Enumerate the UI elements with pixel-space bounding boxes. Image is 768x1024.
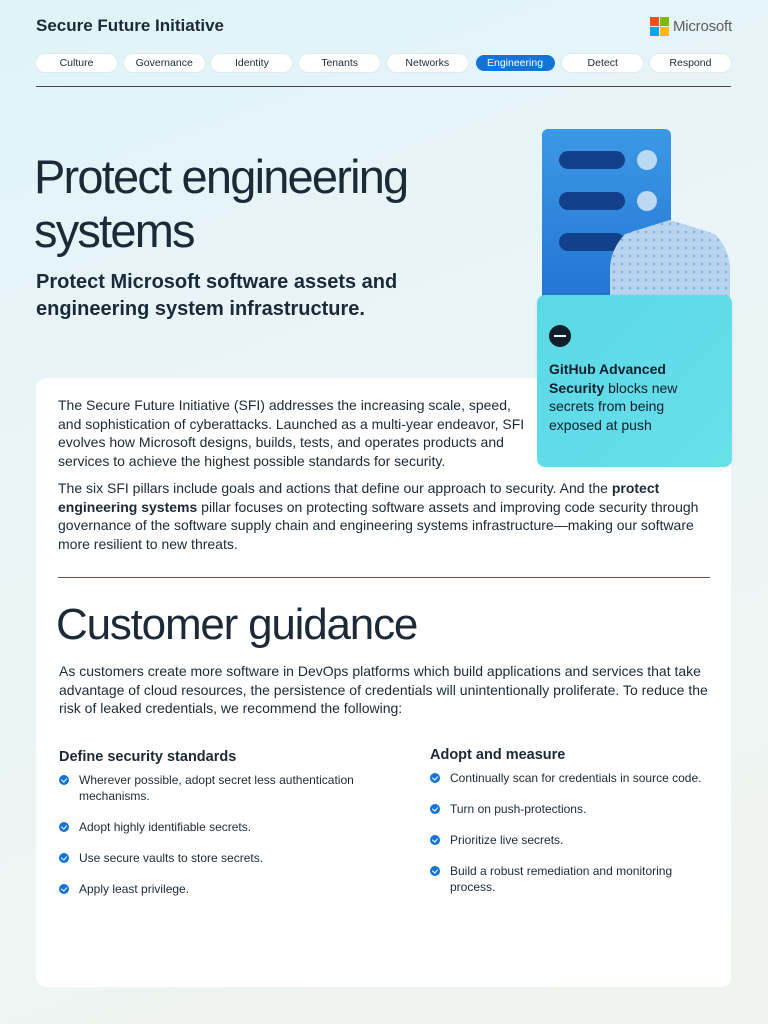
- page-brand-title: Secure Future Initiative: [36, 16, 224, 35]
- server-light: [637, 150, 657, 170]
- list-item: Continually scan for credentials in sour…: [430, 771, 720, 787]
- checkmark-icon: [430, 804, 440, 814]
- callout-bold: GitHub Advanced Security: [549, 361, 666, 396]
- checkmark-icon: [430, 773, 440, 783]
- content-card: [36, 378, 731, 987]
- customer-guidance-intro: As customers create more software in Dev…: [59, 663, 708, 716]
- list-item: Turn on push-protections.: [430, 802, 720, 818]
- nav-pill-governance[interactable]: Governance: [123, 54, 205, 72]
- nav-pill-networks[interactable]: Networks: [386, 54, 468, 72]
- checkmark-icon: [59, 775, 69, 785]
- nav-pill-identity[interactable]: Identity: [211, 54, 293, 72]
- microsoft-logo: Microsoft: [649, 17, 732, 36]
- intro-paragraph-1: The Secure Future Initiative (SFI) addre…: [58, 397, 525, 469]
- define-standards-list: Wherever possible, adopt secret less aut…: [59, 773, 389, 897]
- checkmark-icon: [59, 883, 69, 894]
- adopt-measure-heading: Adopt and measure: [430, 747, 566, 763]
- page-subtitle: Protect Microsoft software assets and en…: [36, 271, 398, 320]
- list-item-text: Apply least privilege.: [79, 881, 190, 896]
- list-item-text: Adopt highly identifiable secrets.: [79, 819, 252, 834]
- page-title: Protect engineering systems: [34, 150, 409, 257]
- callout-text: GitHub Advanced Security blocks new secr…: [549, 360, 720, 434]
- nav-pill-respond[interactable]: Respond: [649, 54, 731, 72]
- microsoft-logo-text: Microsoft: [672, 18, 732, 35]
- list-item: Adopt highly identifiable secrets.: [59, 820, 389, 836]
- pillar-nav: Culture Governance Identity Tenants Netw…: [36, 54, 731, 72]
- nav-pill-detect[interactable]: Detect: [562, 54, 644, 72]
- section-divider: [58, 577, 710, 578]
- list-item: Prioritize live secrets.: [430, 833, 720, 849]
- callout-body: blocks new secrets from being exposed at…: [549, 379, 678, 433]
- server-light: [637, 191, 657, 211]
- list-item-text: Turn on push-protections.: [450, 802, 587, 816]
- list-item: Use secure vaults to store secrets.: [59, 851, 389, 867]
- list-item-text: Wherever possible, adopt secret less aut…: [79, 773, 354, 803]
- intro-p2-bold: protect engineering systems: [58, 480, 660, 515]
- list-item-text: Use secure vaults to store secrets.: [79, 850, 264, 865]
- define-standards-heading: Define security standards: [59, 749, 237, 765]
- server-slot: [559, 192, 625, 210]
- list-item: Build a robust remediation and monitorin…: [430, 864, 720, 895]
- list-item-text: Prioritize live secrets.: [450, 833, 564, 847]
- intro-paragraph-2: The six SFI pillars include goals and ac…: [58, 479, 718, 553]
- intro-p2-end: pillar focuses on protecting software as…: [58, 498, 699, 552]
- list-item: Apply least privilege.: [59, 882, 389, 898]
- server-slot: [559, 151, 625, 169]
- minus-circle-icon: [549, 325, 571, 347]
- checkmark-icon: [59, 821, 69, 832]
- checkmark-icon: [430, 835, 440, 845]
- github-security-callout: GitHub Advanced Security blocks new secr…: [537, 295, 732, 467]
- checkmark-icon: [430, 866, 440, 876]
- list-item-text: Build a robust remediation and monitorin…: [450, 864, 673, 894]
- microsoft-logo-icon: [649, 17, 669, 36]
- intro-p2-start: The six SFI pillars include goals and ac…: [58, 480, 612, 496]
- nav-pill-tenants[interactable]: Tenants: [299, 54, 381, 72]
- nav-pill-engineering[interactable]: Engineering: [474, 54, 556, 72]
- adopt-measure-list: Continually scan for credentials in sour…: [430, 771, 720, 895]
- define-standards-column: Define security standards Wherever possi…: [59, 749, 389, 913]
- list-item: Wherever possible, adopt secret less aut…: [59, 773, 389, 804]
- customer-guidance-title: Customer guidance: [56, 600, 418, 649]
- adopt-measure-column: Adopt and measure Continually scan for c…: [430, 747, 720, 911]
- nav-pill-culture[interactable]: Culture: [36, 54, 117, 72]
- server-slot: [559, 233, 625, 251]
- checkmark-icon: [59, 852, 69, 863]
- list-item-text: Continually scan for credentials in sour…: [450, 771, 702, 785]
- header-divider: [36, 86, 731, 87]
